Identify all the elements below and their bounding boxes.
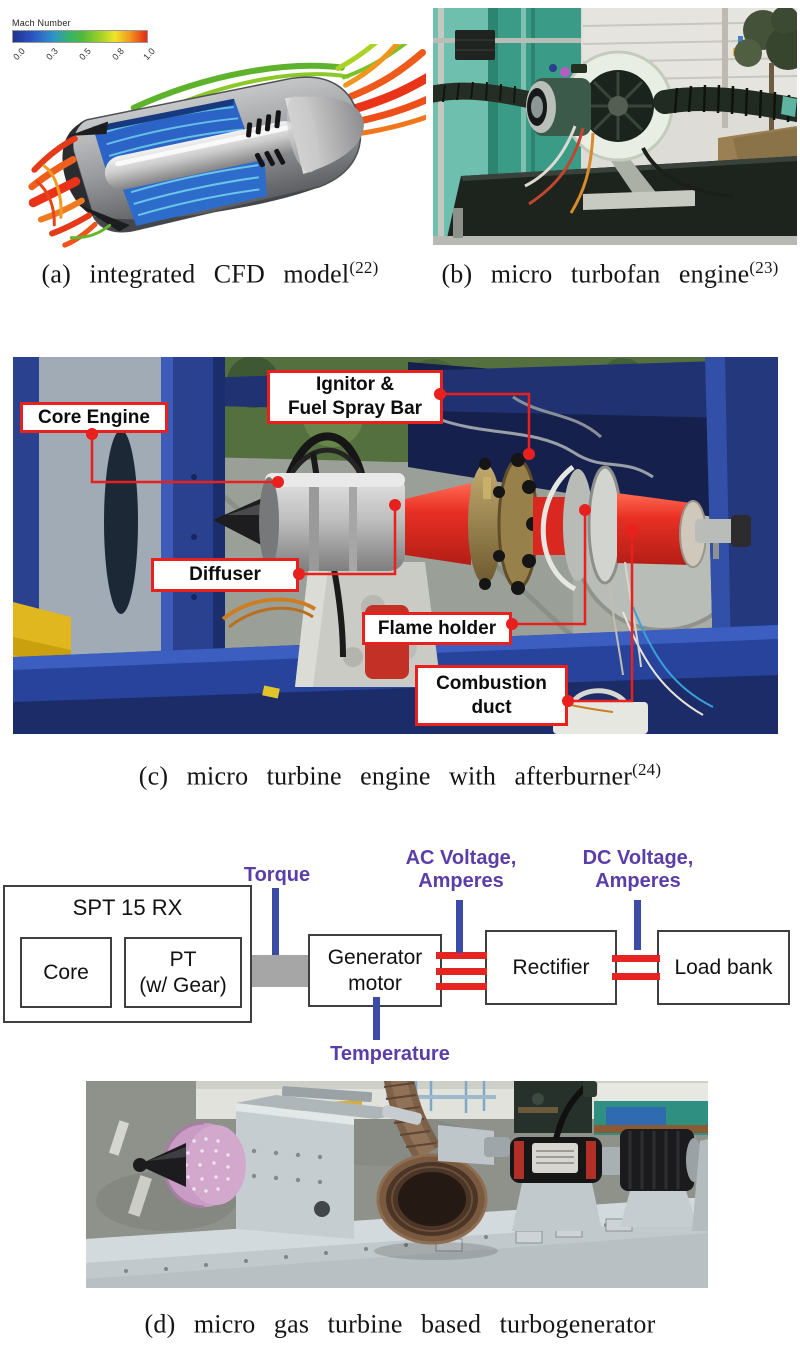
panel-b-turbofan-photo bbox=[433, 8, 797, 245]
caption-d-index: (d) bbox=[144, 1309, 176, 1339]
generator-line1: Generator bbox=[327, 945, 423, 969]
ac-bus-bar-1 bbox=[436, 952, 487, 959]
dc-bus-bar-1 bbox=[612, 955, 660, 962]
caption-a-index: (a) bbox=[41, 259, 71, 289]
ac-pointer-line bbox=[456, 900, 463, 953]
turbogenerator-photo-illustration bbox=[86, 1081, 708, 1288]
dc-pointer-line bbox=[634, 900, 641, 950]
caption-b: (b) micro turbofan engine(23) bbox=[420, 258, 800, 290]
caption-a-ref: (22) bbox=[349, 258, 379, 277]
generator-line2: motor bbox=[348, 971, 402, 995]
spt15rx-title: SPT 15 RX bbox=[72, 895, 183, 920]
colorbar-title: Mach Number bbox=[12, 18, 71, 28]
load-bank-label: Load bank bbox=[674, 955, 773, 979]
temperature-pointer-line bbox=[373, 997, 380, 1040]
ac-bus-bar-3 bbox=[436, 983, 487, 990]
spt15rx-box: SPT 15 RX Core PT (w/ Gear) bbox=[3, 885, 252, 1023]
label-flame-holder-text: Flame holder bbox=[377, 617, 497, 639]
pt-line2: (w/ Gear) bbox=[139, 973, 227, 997]
ac-label-line2: Amperes bbox=[418, 870, 504, 892]
pt-line1: PT bbox=[169, 947, 197, 971]
rectifier-box: Rectifier bbox=[485, 930, 617, 1005]
temperature-label: Temperature bbox=[320, 1043, 460, 1066]
dc-voltage-label: DC Voltage, Amperes bbox=[578, 847, 698, 893]
label-core-engine: Core Engine bbox=[20, 402, 168, 433]
label-ignitor-fuel-spray-bar: Ignitor & Fuel Spray Bar bbox=[267, 370, 443, 424]
dc-bus-bar-2 bbox=[612, 973, 660, 980]
caption-a: (a) integrated CFD model(22) bbox=[0, 258, 420, 290]
dc-label-line1: DC Voltage, bbox=[582, 847, 694, 869]
label-diffuser-text: Diffuser bbox=[189, 564, 261, 585]
label-core-engine-text: Core Engine bbox=[38, 406, 150, 428]
caption-c-index: (c) bbox=[138, 761, 169, 791]
caption-d-text: micro gas turbine based turbogenerator bbox=[193, 1309, 656, 1339]
caption-b-index: (b) bbox=[441, 259, 473, 289]
caption-c-text: micro turbine engine with afterburner bbox=[186, 761, 633, 791]
shaft-connector bbox=[240, 955, 312, 987]
caption-a-text: integrated CFD model bbox=[89, 259, 350, 289]
label-diffuser: Diffuser bbox=[151, 558, 299, 592]
load-bank-box: Load bank bbox=[657, 930, 790, 1005]
label-ignitor-line1: Ignitor & bbox=[315, 374, 395, 395]
core-box: Core bbox=[20, 937, 112, 1008]
torque-label-text: Torque bbox=[243, 864, 311, 886]
pt-gear-box: PT (w/ Gear) bbox=[124, 937, 242, 1008]
caption-b-text: micro turbofan engine bbox=[490, 259, 750, 289]
turbogenerator-diagram: SPT 15 RX Core PT (w/ Gear) Generator mo… bbox=[0, 840, 800, 1072]
panel-a-cfd-image: Mach Number 0.0 0.3 0.5 0.8 1.0 bbox=[4, 6, 426, 256]
label-ignitor-line2: Fuel Spray Bar bbox=[287, 398, 423, 419]
dc-label-line2: Amperes bbox=[595, 870, 681, 892]
caption-d: (d) micro gas turbine based turbogenerat… bbox=[0, 1308, 800, 1340]
ac-voltage-label: AC Voltage, Amperes bbox=[401, 847, 521, 893]
caption-c: (c) micro turbine engine with afterburne… bbox=[0, 760, 800, 792]
label-combustion-duct: Combustion duct bbox=[415, 665, 568, 726]
panel-c-afterburner-photo: Core Engine Ignitor & Fuel Spray Bar Dif… bbox=[13, 357, 778, 734]
panel-d-turbogenerator-photo bbox=[86, 1081, 708, 1288]
caption-b-ref: (23) bbox=[749, 258, 779, 277]
ac-bus-bar-2 bbox=[436, 968, 487, 975]
torque-label: Torque bbox=[217, 864, 337, 887]
cfd-engine-render bbox=[28, 44, 426, 248]
rectifier-label: Rectifier bbox=[512, 955, 590, 979]
generator-motor-box: Generator motor bbox=[308, 934, 442, 1007]
temperature-label-text: Temperature bbox=[330, 1043, 450, 1065]
label-flame-holder: Flame holder bbox=[362, 612, 512, 645]
torque-pointer-line bbox=[272, 888, 279, 955]
caption-c-ref: (24) bbox=[632, 760, 662, 779]
colorbar-gradient bbox=[12, 30, 148, 43]
label-combustion-line2: duct bbox=[471, 696, 512, 718]
core-box-label: Core bbox=[43, 960, 89, 984]
label-combustion-line1: Combustion bbox=[436, 672, 547, 694]
ac-label-line1: AC Voltage, bbox=[405, 847, 517, 869]
turbofan-photo-illustration bbox=[433, 8, 797, 245]
